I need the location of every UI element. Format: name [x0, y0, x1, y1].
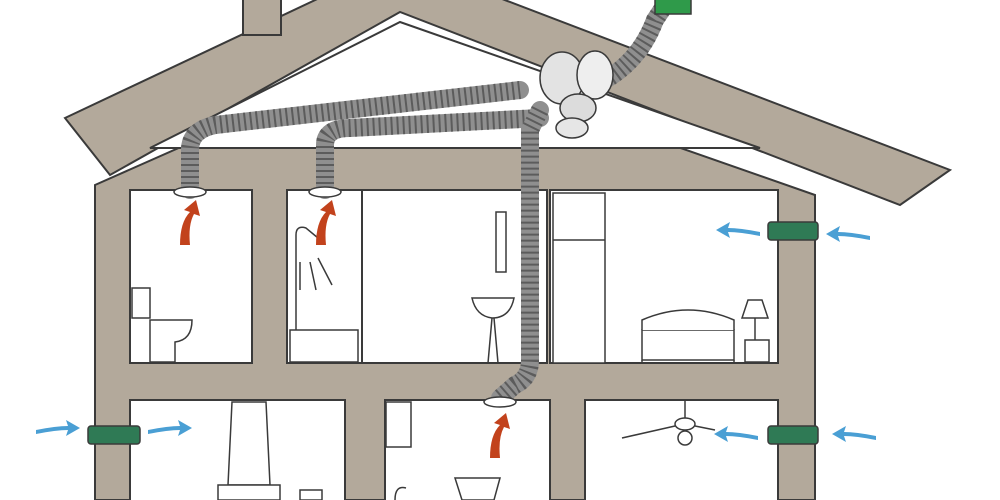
- utility-fixture: [385, 401, 501, 500]
- room-bathroom-sink: [361, 189, 548, 364]
- lamp-fixture: [740, 299, 770, 363]
- roof-exhaust-cap: [654, 0, 692, 15]
- heat-recovery-unit: [539, 50, 614, 139]
- exhaust-arrow-shower: [316, 200, 336, 245]
- wall-vent-lower-right: [767, 425, 819, 445]
- wardrobe-fixture: [552, 192, 606, 364]
- exhaust-arrow-utility: [490, 413, 510, 458]
- intake-arrow-living-inside: [714, 426, 758, 442]
- exhaust-arrow-toilet: [180, 200, 200, 245]
- kitchen-hood-fixture: [217, 401, 323, 500]
- intake-arrow-kitchen-inside: [148, 420, 192, 436]
- attic-ducts: [181, 0, 674, 407]
- diffuser-utility: [483, 396, 517, 408]
- wall-vent-lower-left: [87, 425, 141, 445]
- diffuser-shower: [308, 186, 342, 198]
- intake-arrow-kitchen-outside: [36, 420, 80, 436]
- intake-arrow-bedroom-outside: [826, 226, 870, 242]
- intake-arrow-living-outside: [832, 426, 876, 442]
- toilet-fixture: [131, 287, 193, 363]
- wall-vent-upper-right: [767, 221, 819, 241]
- shower-fixture: [289, 226, 359, 363]
- diffuser-toilet: [173, 186, 207, 198]
- bed-fixture: [641, 309, 735, 363]
- roof: [63, 0, 953, 207]
- roof-peak-box: [242, 0, 282, 36]
- ceiling-fan-fixture: [621, 400, 716, 446]
- sink-fixture: [471, 211, 515, 364]
- intake-arrow-bedroom-inside: [716, 222, 760, 238]
- room-living: [584, 399, 779, 500]
